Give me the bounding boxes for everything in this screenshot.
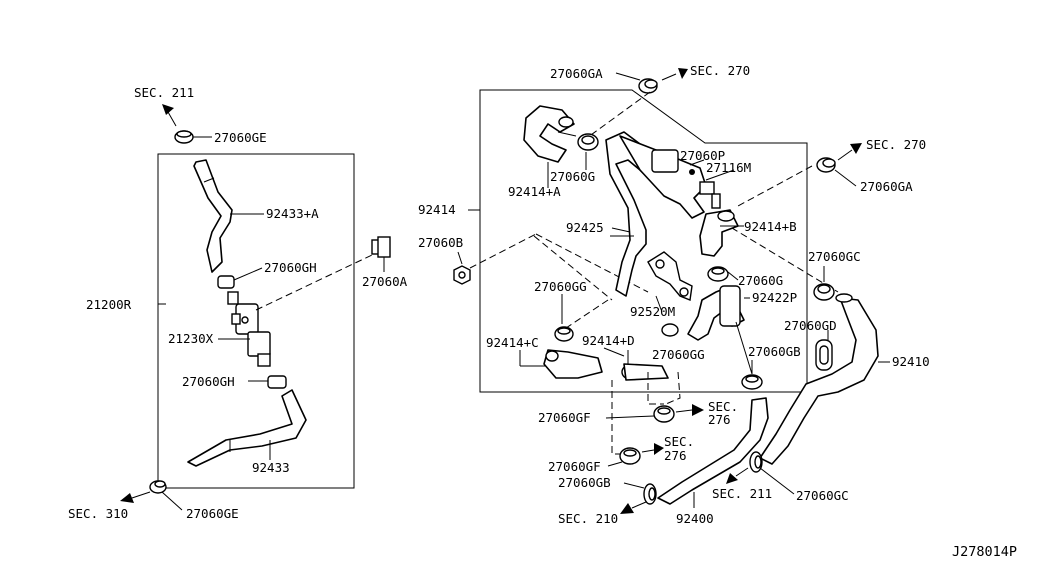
label-sec310: SEC. 310 xyxy=(68,506,128,521)
hose-clamp-icon xyxy=(816,157,836,173)
label-92425: 92425 xyxy=(566,220,604,235)
arrow-icon xyxy=(675,404,704,416)
label-27060B: 27060B xyxy=(418,235,463,250)
label-92520M: 92520M xyxy=(630,304,675,319)
label-27060GD: 27060GD xyxy=(784,318,837,333)
left-assembly xyxy=(120,104,391,511)
label-21230X: 21230X xyxy=(168,331,214,346)
label-92433A: 92433+A xyxy=(266,206,319,221)
label-27060GF-a: 27060GF xyxy=(538,410,591,425)
labels: SEC. 211 27060GE 92433+A 27060GH 27060A … xyxy=(68,63,1017,560)
label-diagram-code: J278014P xyxy=(952,544,1017,560)
label-27060G-a: 27060G xyxy=(550,169,595,184)
label-sec270-top: SEC. 270 xyxy=(690,63,750,78)
hose-clamp-icon xyxy=(149,480,167,494)
label-sec210: SEC. 210 xyxy=(558,511,618,526)
hose-clamp-icon xyxy=(267,375,287,389)
arrow-icon xyxy=(661,68,688,81)
assembly-frame-92414 xyxy=(479,89,808,393)
arrow-icon xyxy=(120,491,151,503)
arrow-icon xyxy=(620,501,647,514)
label-27060A: 27060A xyxy=(362,274,408,289)
bolt-icon xyxy=(453,265,471,285)
label-sec211-top: SEC. 211 xyxy=(134,85,194,100)
label-27060GC-a: 27060GC xyxy=(808,249,861,264)
hose-clamp-icon xyxy=(813,283,835,301)
hose-clamp-icon xyxy=(741,374,763,390)
valve-icon xyxy=(647,251,693,301)
label-27116M: 27116M xyxy=(706,160,751,175)
label-sec211-bottom: SEC. 211 xyxy=(712,486,772,501)
hose-clamp-icon xyxy=(707,266,729,282)
hose-clamp-icon xyxy=(619,447,641,465)
label-92410: 92410 xyxy=(892,354,930,369)
hose-clamp-icon xyxy=(638,78,658,94)
hose-clamp-icon xyxy=(643,483,657,505)
hose-clamp-icon xyxy=(661,323,679,337)
valve-icon xyxy=(699,181,721,209)
hose-icon xyxy=(759,297,879,465)
arrow-icon xyxy=(837,143,862,161)
hose-icon xyxy=(657,397,769,505)
label-sec276-b-2: 276 xyxy=(664,448,687,463)
label-sec276-a-1: SEC. xyxy=(708,399,738,414)
valve-icon xyxy=(227,291,271,367)
label-21200R: 21200R xyxy=(86,297,132,312)
hose-clamp-icon xyxy=(554,326,574,342)
label-92433: 92433 xyxy=(252,460,290,475)
arrow-icon xyxy=(162,104,177,127)
hose-clamp-icon xyxy=(577,133,599,151)
label-92422P: 92422P xyxy=(752,290,797,305)
label-92414: 92414 xyxy=(418,202,456,217)
hose-icon xyxy=(619,135,707,219)
label-92414D: 92414+D xyxy=(582,333,635,348)
label-27060GA-right: 27060GA xyxy=(860,179,913,194)
hose-clamp-icon xyxy=(217,275,235,289)
hose-icon xyxy=(623,363,669,381)
hose-clamp-icon xyxy=(815,339,833,371)
hose-clamp-icon xyxy=(174,130,194,144)
hose-icon xyxy=(187,389,307,467)
label-27060GE-bottom: 27060GE xyxy=(186,506,239,521)
label-27060GB-a: 27060GB xyxy=(748,344,801,359)
label-27060GH-b: 27060GH xyxy=(182,374,235,389)
label-27060GE-top: 27060GE xyxy=(214,130,267,145)
label-27060GC-b: 27060GC xyxy=(796,488,849,503)
label-92414A: 92414+A xyxy=(508,184,561,199)
arrow-icon xyxy=(726,467,749,484)
label-92414B: 92414+B xyxy=(744,219,797,234)
hose-clamp-icon xyxy=(653,405,675,423)
label-sec276-b-1: SEC. xyxy=(664,434,694,449)
label-27060P: 27060P xyxy=(680,148,725,163)
label-27060GF-b: 27060GF xyxy=(548,459,601,474)
bolt-icon xyxy=(371,236,391,258)
label-27060GG-b: 27060GG xyxy=(652,347,705,362)
label-27060GH-a: 27060GH xyxy=(264,260,317,275)
label-sec270-right: SEC. 270 xyxy=(866,137,926,152)
assembly-frame-21200R xyxy=(157,153,355,489)
hose-clamp-icon xyxy=(749,451,763,473)
hose-icon xyxy=(193,159,233,273)
label-sec276-a-2: 276 xyxy=(708,412,731,427)
label-27060GB-b: 27060GB xyxy=(558,475,611,490)
label-27060GA-top: 27060GA xyxy=(550,66,603,81)
label-92414C: 92414+C xyxy=(486,335,539,350)
right-assembly xyxy=(453,68,862,393)
lower-hoses xyxy=(605,293,890,514)
label-92400: 92400 xyxy=(676,511,714,526)
label-27060G-b: 27060G xyxy=(738,273,783,288)
label-27060GG-a: 27060GG xyxy=(534,279,587,294)
arrow-icon xyxy=(641,443,664,455)
